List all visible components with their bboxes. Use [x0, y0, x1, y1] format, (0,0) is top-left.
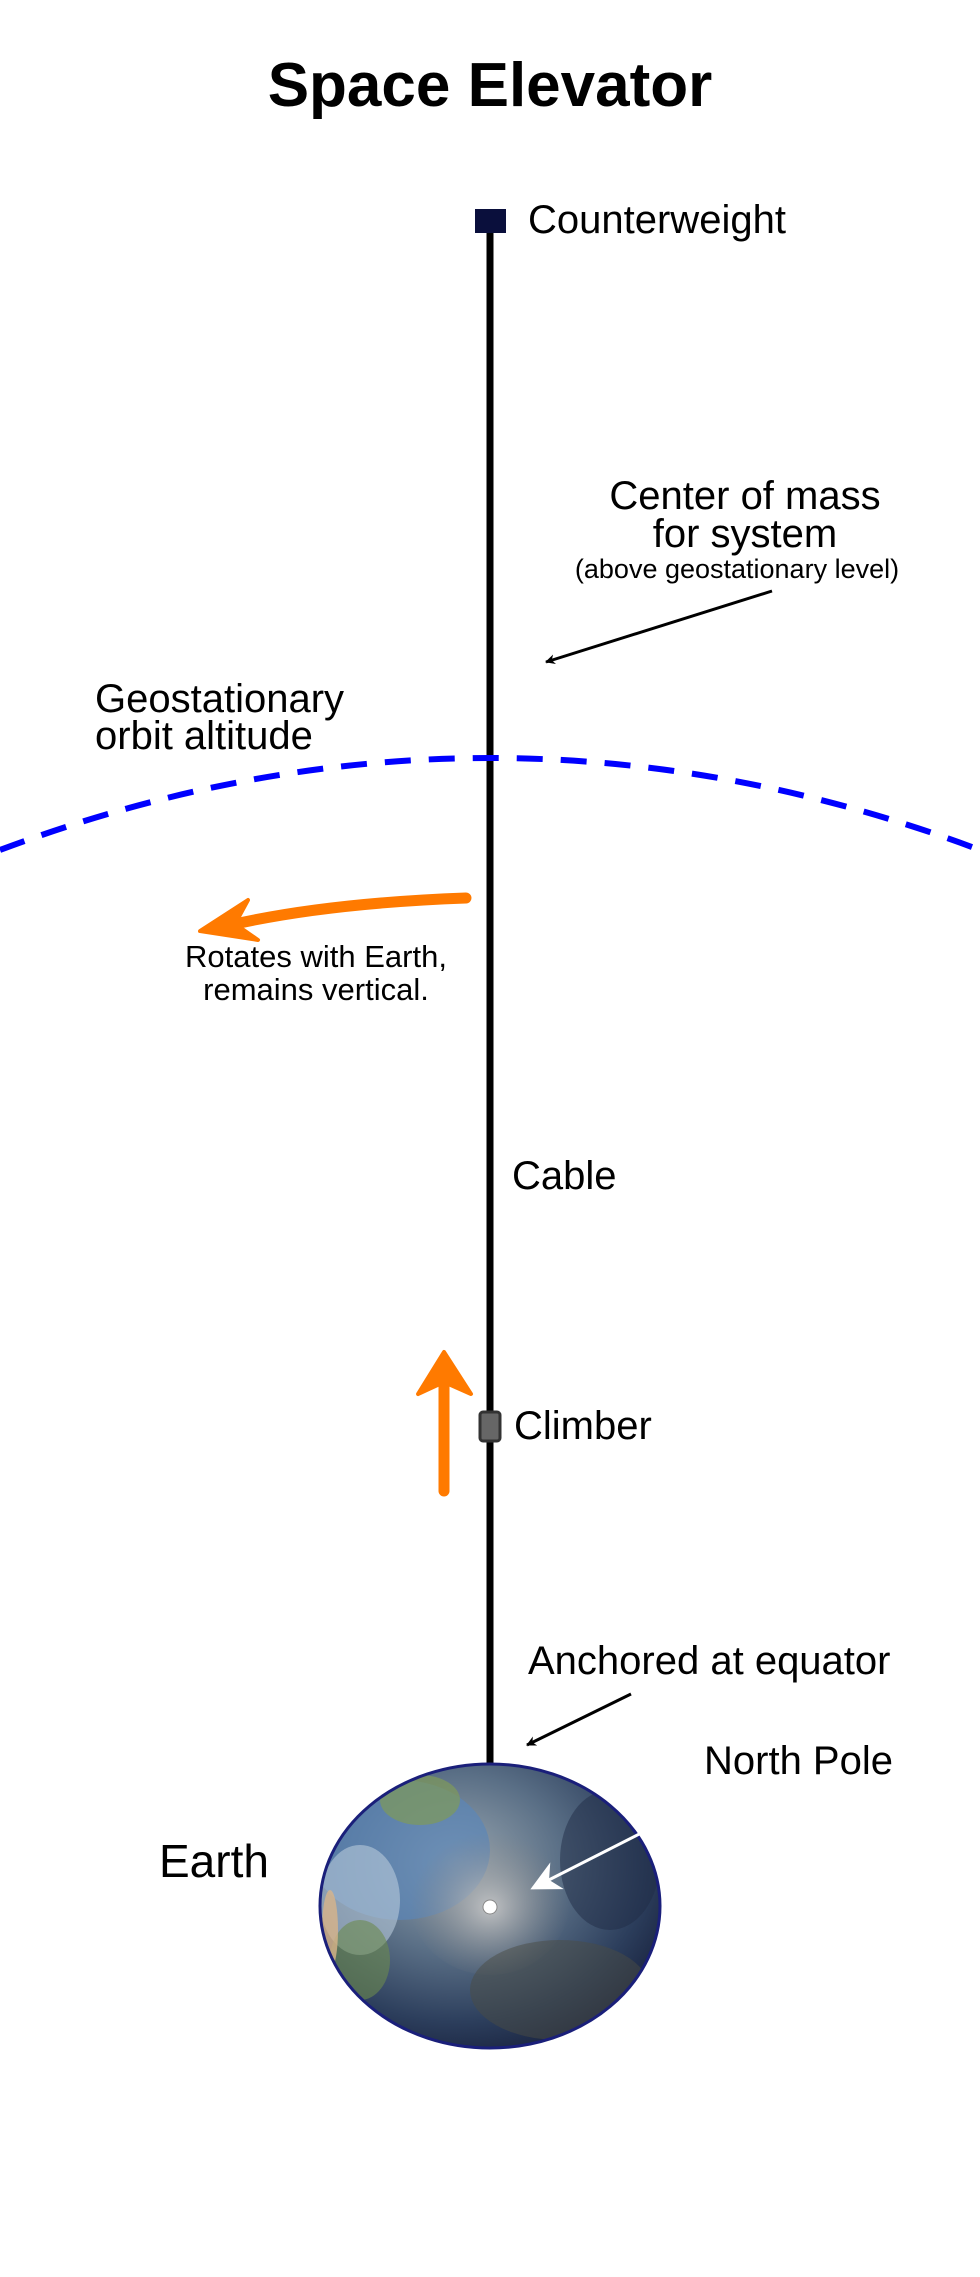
diagram-title: Space Elevator [268, 51, 713, 120]
rotates-label-line2: remains vertical. [203, 972, 429, 1007]
climb-direction-arrow-head [416, 1350, 473, 1396]
center-of-mass-label-line1: Center of mass [609, 474, 880, 518]
center-of-mass-note: (above geostationary level) [575, 554, 899, 584]
center-of-mass-arrow [545, 589, 773, 665]
north-pole-label: North Pole [704, 1739, 893, 1783]
rotation-arrow [229, 892, 472, 930]
north-pole-arrow [530, 1787, 729, 1890]
counterweight-block [475, 209, 506, 233]
geostationary-label-line2: orbit altitude [95, 714, 313, 758]
climber-label: Climber [514, 1404, 652, 1448]
anchored-arrow [526, 1692, 632, 1747]
north-pole-marker [482, 1899, 498, 1915]
center-of-mass-label-line2: for system [653, 512, 837, 556]
counterweight-label: Counterweight [528, 198, 786, 242]
cable-label: Cable [512, 1154, 617, 1198]
anchored-label: Anchored at equator [528, 1639, 890, 1683]
rotates-label-line1: Rotates with Earth, [185, 939, 447, 974]
climber-block [478, 1410, 502, 1443]
geostationary-label-line1: Geostationary [95, 677, 344, 721]
rotation-arrow-head [198, 898, 260, 942]
earth-label: Earth [159, 1835, 269, 1887]
geostationary-orbit-arc [0, 755, 980, 853]
